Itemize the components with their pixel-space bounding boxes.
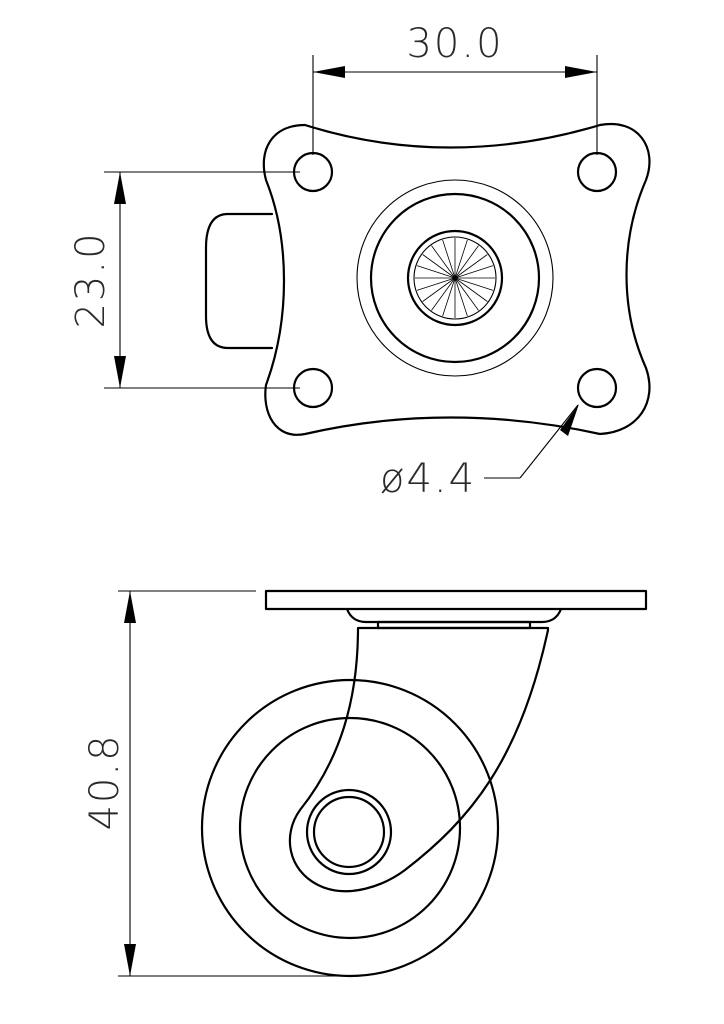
rivet-ray (454, 277, 468, 317)
mounting-hole-bottom-right (576, 367, 618, 409)
rivet-head (413, 236, 497, 320)
bearing-middle-ring (369, 192, 541, 364)
rivet-ray (454, 245, 479, 279)
top-view: 30.0 23.0 ø4.4 (68, 21, 651, 502)
bearing-race (345, 607, 563, 624)
dimension-overall-height-label: 40.8 (82, 733, 128, 830)
dimension-height: 23.0 (68, 171, 300, 389)
rivet-ray (416, 277, 456, 291)
rivet-ray (454, 277, 479, 311)
rivet-ray (422, 254, 456, 279)
axle-outer (305, 788, 393, 876)
bearing-outer-ring (356, 179, 554, 377)
wheel-hub-ring (238, 716, 462, 940)
caster-fork (288, 626, 550, 893)
dimension-height-label: 23.0 (68, 231, 114, 328)
rivet-ray (442, 239, 456, 279)
dimension-hole-diameter: ø4.4 (380, 404, 579, 502)
rivet-ray (454, 239, 468, 279)
rivet-ray (454, 277, 494, 291)
axle-inner (312, 795, 386, 869)
rivet-ray (454, 277, 488, 302)
side-view: 40.8 (82, 589, 648, 978)
rivet-ray (422, 277, 456, 302)
top-plate (264, 589, 648, 611)
rivet-ray (431, 277, 456, 311)
rivet-rays (415, 238, 495, 318)
mounting-hole-top-right (576, 151, 618, 193)
mounting-plate-outline (262, 122, 651, 436)
rivet-ray (442, 277, 456, 317)
rivet-ray (431, 245, 456, 279)
dimension-width: 30.0 (312, 21, 598, 155)
side-stem (204, 212, 274, 350)
rivet-ray (454, 265, 494, 279)
bearing-inner-ring (406, 229, 504, 327)
rivet-ray (416, 265, 456, 279)
dimension-width-label: 30.0 (406, 21, 503, 67)
rivet-ray (454, 254, 488, 279)
dimension-overall-height: 40.8 (82, 590, 350, 977)
dimension-hole-diameter-label: ø4.4 (380, 456, 476, 502)
